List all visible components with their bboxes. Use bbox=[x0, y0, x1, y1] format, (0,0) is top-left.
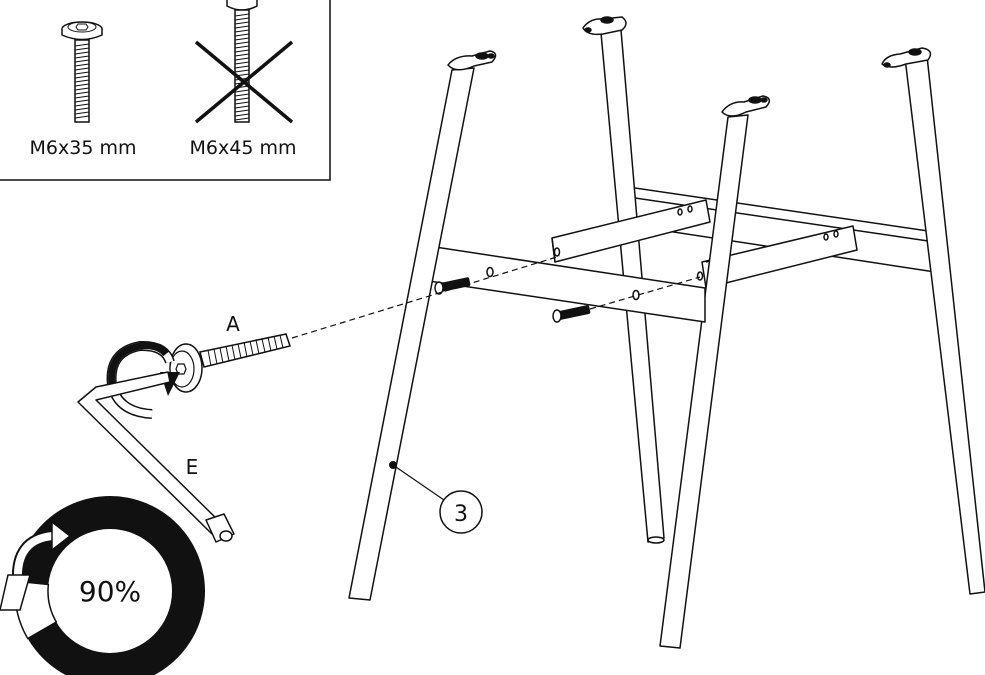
torque-percent-label: 90% bbox=[79, 575, 141, 608]
right-side-rail bbox=[696, 225, 858, 289]
inserted-screw-left-icon bbox=[434, 277, 471, 295]
not-allowed-screw-icon bbox=[226, 0, 258, 123]
allowed-screw-label: M6x35 mm bbox=[30, 137, 137, 159]
alignment-guide bbox=[291, 255, 701, 339]
part-callout bbox=[389, 461, 483, 534]
rear-right-leg bbox=[881, 47, 985, 595]
allowed-screw-icon bbox=[61, 21, 103, 123]
torque-rotation-arrow-icon bbox=[0, 520, 72, 611]
screw-a-label: A bbox=[226, 312, 240, 336]
torque-indicator bbox=[0, 496, 205, 675]
screw-spec-box: M6x35 mm bbox=[0, 0, 331, 181]
not-allowed-screw-label: M6x45 mm bbox=[190, 137, 297, 159]
cross-mark-icon bbox=[194, 40, 294, 124]
allen-key-label: E bbox=[186, 455, 199, 479]
left-side-rail bbox=[551, 199, 711, 263]
screw-a-icon bbox=[169, 333, 291, 393]
front-left-leg bbox=[348, 50, 497, 601]
allen-key-icon bbox=[77, 371, 235, 543]
inserted-screw-right-icon bbox=[552, 305, 591, 323]
chair-frame bbox=[348, 16, 985, 649]
rail-hole bbox=[486, 266, 494, 278]
part-number-label: 3 bbox=[454, 502, 468, 527]
front-right-leg bbox=[659, 95, 771, 649]
